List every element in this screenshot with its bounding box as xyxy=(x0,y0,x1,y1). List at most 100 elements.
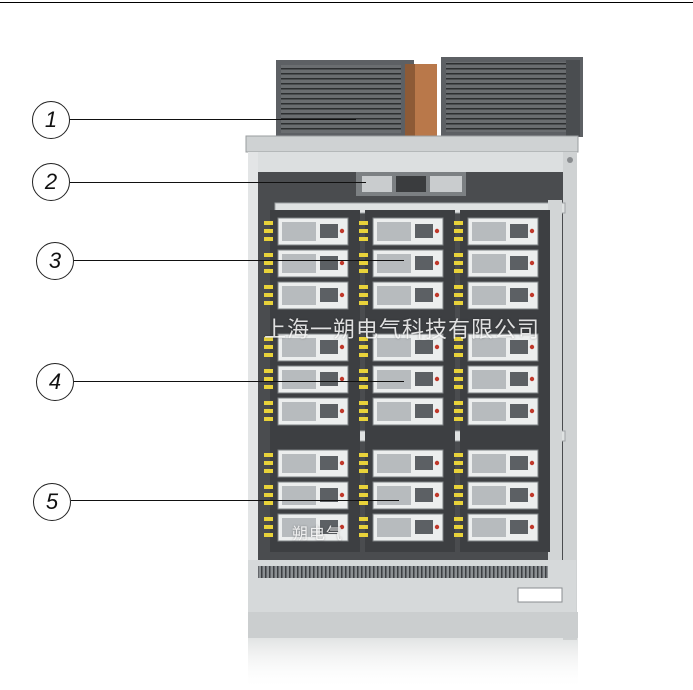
module-heatsink xyxy=(472,454,506,473)
module-connector xyxy=(415,520,433,534)
module-status-led xyxy=(529,492,535,498)
callout-4: 4 xyxy=(36,363,74,401)
fuse xyxy=(454,485,463,489)
module-status-led xyxy=(339,344,345,350)
fuse xyxy=(359,533,368,537)
fuse xyxy=(454,293,463,297)
module-connector xyxy=(415,288,433,302)
watermark-small: 朔电气 xyxy=(292,524,344,543)
module-heatsink xyxy=(377,254,411,273)
fuse xyxy=(264,409,273,413)
fuse xyxy=(359,469,368,473)
module-heatsink xyxy=(472,286,506,305)
fuse xyxy=(454,501,463,505)
fuse xyxy=(359,453,368,457)
fuse xyxy=(454,401,463,405)
fuse xyxy=(264,377,273,381)
module-heatsink xyxy=(472,402,506,421)
fuse xyxy=(454,237,463,241)
module-connector xyxy=(320,288,338,302)
fuse xyxy=(454,461,463,465)
module-heatsink xyxy=(472,518,506,537)
module-connector xyxy=(320,404,338,418)
module-status-led xyxy=(434,228,440,234)
fuse xyxy=(359,293,368,297)
module-status-led xyxy=(434,524,440,530)
fuse xyxy=(454,493,463,497)
module-connector xyxy=(415,404,433,418)
fuse xyxy=(264,301,273,305)
module-heatsink xyxy=(282,338,316,357)
module-heatsink xyxy=(282,454,316,473)
module-heatsink xyxy=(282,402,316,421)
module-heatsink xyxy=(282,370,316,389)
module-connector xyxy=(510,340,528,354)
module-status-led xyxy=(339,376,345,382)
fuse xyxy=(454,453,463,457)
module-connector xyxy=(320,224,338,238)
module-connector xyxy=(510,520,528,534)
module-connector xyxy=(415,224,433,238)
module-heatsink xyxy=(472,370,506,389)
fuse xyxy=(264,369,273,373)
module-status-led xyxy=(529,260,535,266)
module-status-led xyxy=(434,492,440,498)
fuse xyxy=(264,345,273,349)
module-heatsink xyxy=(377,402,411,421)
fuse xyxy=(359,461,368,465)
module-status-led xyxy=(339,460,345,466)
cable-duct-right xyxy=(548,200,562,560)
fuse xyxy=(264,533,273,537)
fuse xyxy=(359,261,368,265)
fuse xyxy=(359,269,368,273)
fuse xyxy=(454,417,463,421)
fuse xyxy=(359,525,368,529)
fuse xyxy=(454,337,463,341)
fuse xyxy=(359,253,368,257)
module-status-led xyxy=(434,460,440,466)
leader-line-5 xyxy=(71,500,399,502)
fuse xyxy=(264,253,273,257)
fuse xyxy=(264,261,273,265)
fuse xyxy=(264,525,273,529)
fuse xyxy=(359,501,368,505)
fuse xyxy=(454,409,463,413)
module-status-led xyxy=(434,376,440,382)
base-vents xyxy=(258,566,548,578)
fuse xyxy=(359,221,368,225)
leader-line-4 xyxy=(74,381,404,383)
fuse xyxy=(454,525,463,529)
leader-line-2 xyxy=(70,182,366,184)
module-heatsink xyxy=(377,338,411,357)
module-connector xyxy=(320,456,338,470)
fuse xyxy=(359,493,368,497)
module-connector xyxy=(320,488,338,502)
rating-plate xyxy=(517,587,563,603)
fuse xyxy=(359,237,368,241)
module-connector xyxy=(415,372,433,386)
fuse xyxy=(454,269,463,273)
fuse xyxy=(454,221,463,225)
fuse xyxy=(359,285,368,289)
module-connector xyxy=(320,372,338,386)
fuse xyxy=(359,409,368,413)
module-status-led xyxy=(529,408,535,414)
module-heatsink xyxy=(282,486,316,505)
callout-5: 5 xyxy=(33,483,71,521)
module-connector xyxy=(510,224,528,238)
module-heatsink xyxy=(282,286,316,305)
module-status-led xyxy=(529,376,535,382)
module-status-led xyxy=(529,344,535,350)
module-connector xyxy=(320,520,338,534)
fuse xyxy=(264,485,273,489)
callout-3: 3 xyxy=(36,242,74,280)
fuse xyxy=(264,229,273,233)
module-status-led xyxy=(434,344,440,350)
module-status-led xyxy=(529,460,535,466)
fuse xyxy=(454,345,463,349)
callout-1: 1 xyxy=(32,101,70,139)
module-connector xyxy=(510,488,528,502)
module-connector xyxy=(320,256,338,270)
leader-line-1 xyxy=(70,119,356,121)
